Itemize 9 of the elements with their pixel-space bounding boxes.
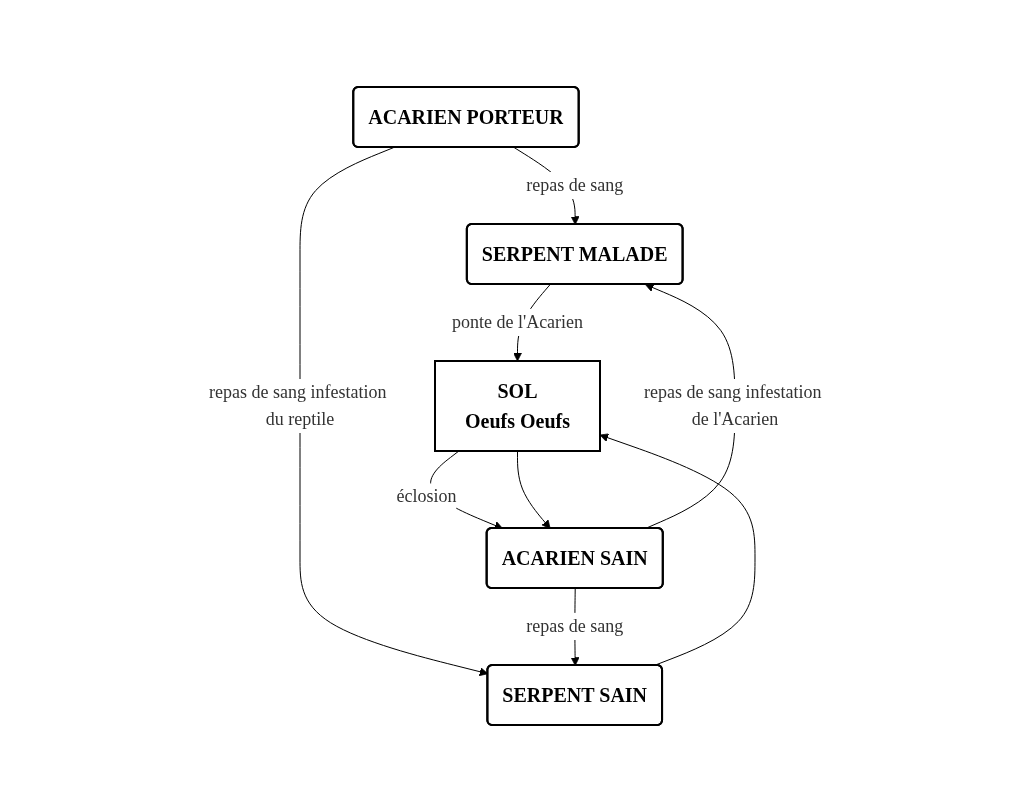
node-box: SOL Oeufs Oeufs (433, 360, 601, 452)
arrow (599, 433, 755, 666)
edge-label: repas de sang (525, 616, 623, 636)
edge-label: repas de sang infestation du reptile (208, 382, 386, 429)
edge-label: ponte de l'Acarien (451, 312, 583, 332)
arrow (516, 450, 551, 529)
edge-label: repas de sang infestation de l'Acarien (643, 382, 821, 429)
edge-label: éclosion (395, 486, 456, 507)
edge-label: repas de sang (525, 175, 623, 195)
